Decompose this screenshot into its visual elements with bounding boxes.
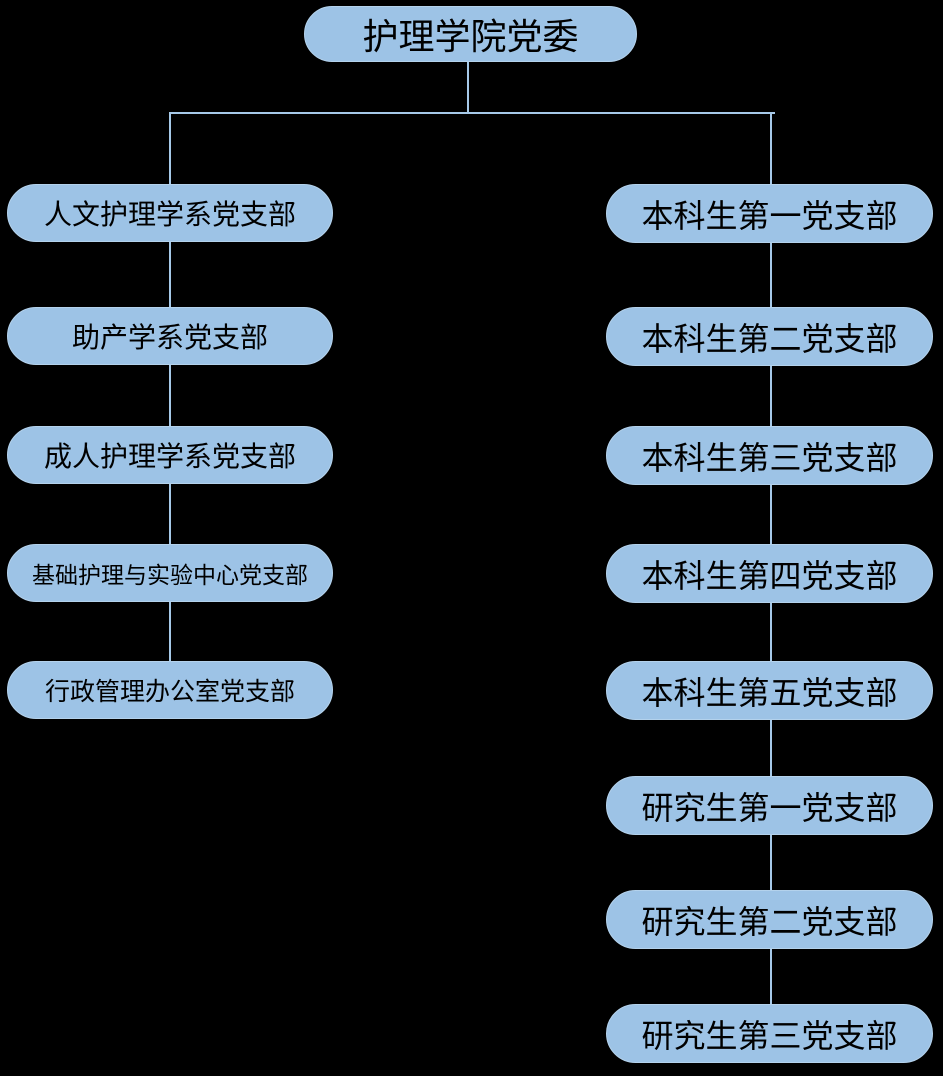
left-branch-node-1: 人文护理学系党支部	[7, 184, 333, 242]
right-branch-node-7: 研究生第二党支部	[606, 890, 933, 949]
connector-horizontal-bar	[169, 112, 775, 114]
connector-left-vertical	[169, 112, 171, 664]
left-branch-node-4: 基础护理与实验中心党支部	[7, 544, 333, 602]
left-branch-node-5: 行政管理办公室党支部	[7, 661, 333, 719]
right-branch-node-1: 本科生第一党支部	[606, 184, 933, 243]
root-node-party-committee: 护理学院党委	[304, 6, 637, 62]
right-branch-node-4: 本科生第四党支部	[606, 544, 933, 603]
right-branch-node-8: 研究生第三党支部	[606, 1004, 933, 1063]
right-branch-node-2: 本科生第二党支部	[606, 307, 933, 366]
connector-root-stub	[467, 62, 469, 114]
right-branch-node-3: 本科生第三党支部	[606, 426, 933, 485]
right-branch-node-5: 本科生第五党支部	[606, 661, 933, 720]
left-branch-node-2: 助产学系党支部	[7, 307, 333, 365]
right-branch-node-6: 研究生第一党支部	[606, 776, 933, 835]
left-branch-node-3: 成人护理学系党支部	[7, 426, 333, 484]
